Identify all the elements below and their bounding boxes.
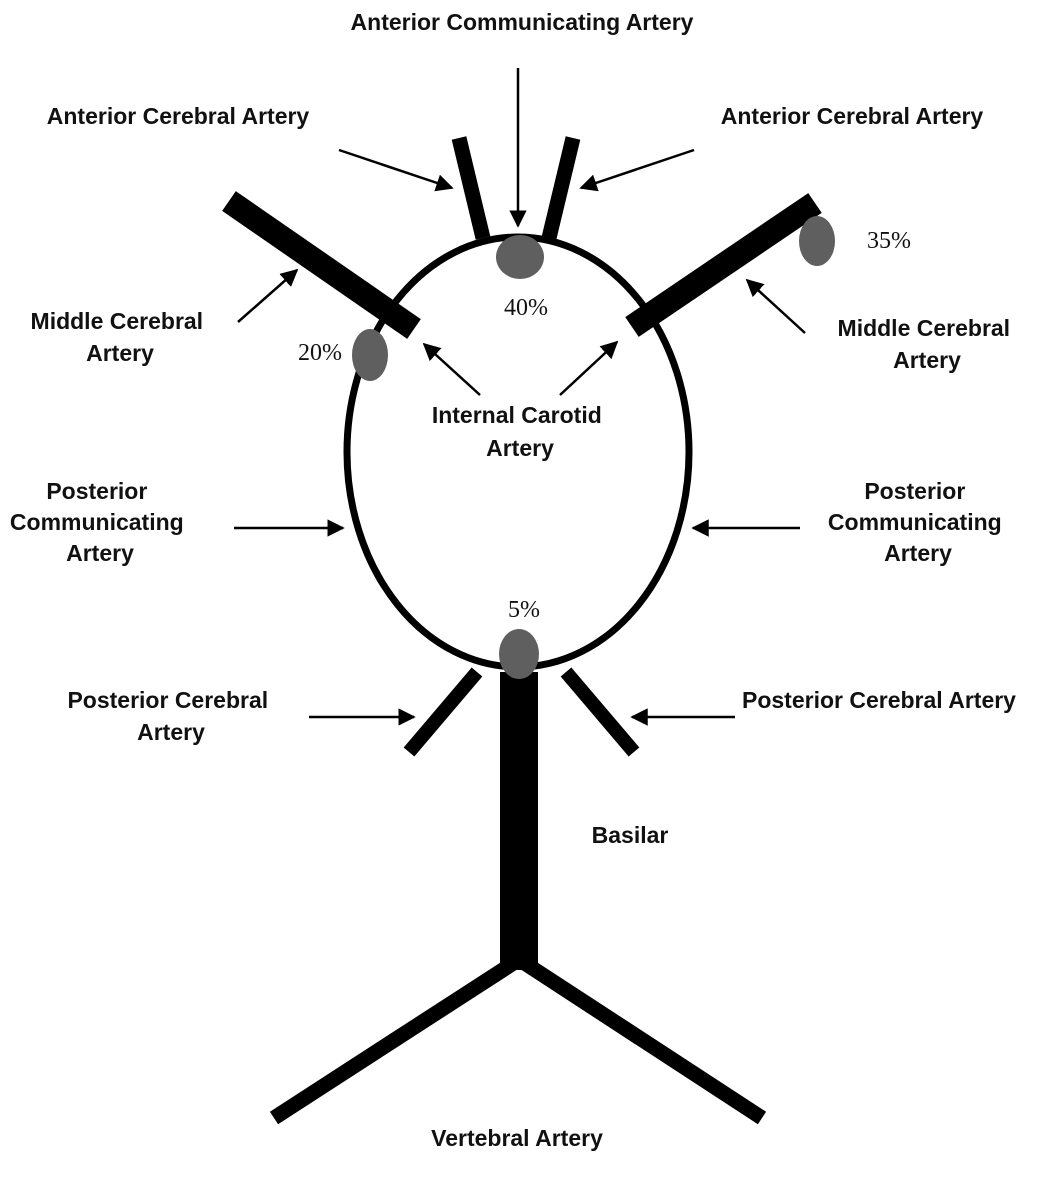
aneurysm-basilar-tip	[499, 629, 539, 679]
aneurysm-anterior-communicating	[496, 235, 544, 279]
pct-middle-cerebral: 35%	[867, 228, 911, 254]
vertebral-artery-right-vessel	[518, 955, 767, 1125]
arrow-middle-cerebral-right	[745, 278, 806, 334]
arrow-middle-cerebral-left	[237, 268, 299, 323]
pct-anterior-communicating: 40%	[504, 295, 548, 321]
anterior-cerebral-artery-right-vessel	[541, 136, 581, 240]
pct-basilar-tip: 5%	[508, 597, 540, 623]
arrow-anterior-cerebral-left	[338, 148, 454, 192]
middle-cerebral-artery-right-vessel	[625, 193, 822, 337]
aneurysm-sites	[352, 216, 835, 679]
anterior-cerebral-artery-left-vessel	[451, 136, 491, 240]
label-internal-carotid-artery: Internal Carotid Artery	[432, 402, 608, 461]
label-vertebral-artery: Vertebral Artery	[431, 1125, 603, 1151]
posterior-cerebral-artery-left-vessel	[403, 667, 483, 757]
label-anterior-cerebral-artery-right: Anterior Cerebral Artery	[721, 103, 984, 129]
label-anterior-communicating-artery: Anterior Communicating Artery	[351, 9, 694, 35]
label-middle-cerebral-artery-left: Middle Cerebral Artery	[31, 308, 210, 366]
posterior-cerebral-artery-right-vessel	[560, 667, 640, 757]
arrow-internal-carotid-left	[422, 342, 481, 396]
artery-labels: Anterior Communicating Artery Anterior C…	[10, 9, 1017, 1151]
arrow-internal-carotid-right	[559, 340, 619, 396]
aneurysm-middle-cerebral	[799, 216, 835, 266]
label-posterior-cerebral-artery-right: Posterior Cerebral Artery	[742, 687, 1016, 713]
label-middle-cerebral-artery-right: Middle Cerebral Artery	[838, 315, 1017, 373]
middle-cerebral-artery-left-vessel	[222, 191, 421, 339]
label-basilar-artery: Basilar	[592, 822, 669, 848]
aneurysm-internal-carotid	[352, 329, 388, 381]
arrow-anterior-cerebral-right	[579, 148, 695, 192]
basilar-artery-vessel	[500, 672, 538, 970]
label-posterior-communicating-artery-right: Posterior Communicating Artery	[828, 478, 1008, 566]
vertebral-artery-left-vessel	[269, 955, 520, 1125]
aneurysm-percentages: 40% 20% 35% 5%	[298, 228, 911, 623]
label-posterior-cerebral-artery-left: Posterior Cerebral Artery	[67, 687, 274, 745]
pointer-arrows	[234, 68, 806, 726]
pct-internal-carotid: 20%	[298, 340, 342, 366]
vessels	[222, 136, 822, 1125]
label-posterior-communicating-artery-left: Posterior Communicating Artery	[10, 478, 190, 566]
label-anterior-cerebral-artery-left: Anterior Cerebral Artery	[47, 103, 310, 129]
